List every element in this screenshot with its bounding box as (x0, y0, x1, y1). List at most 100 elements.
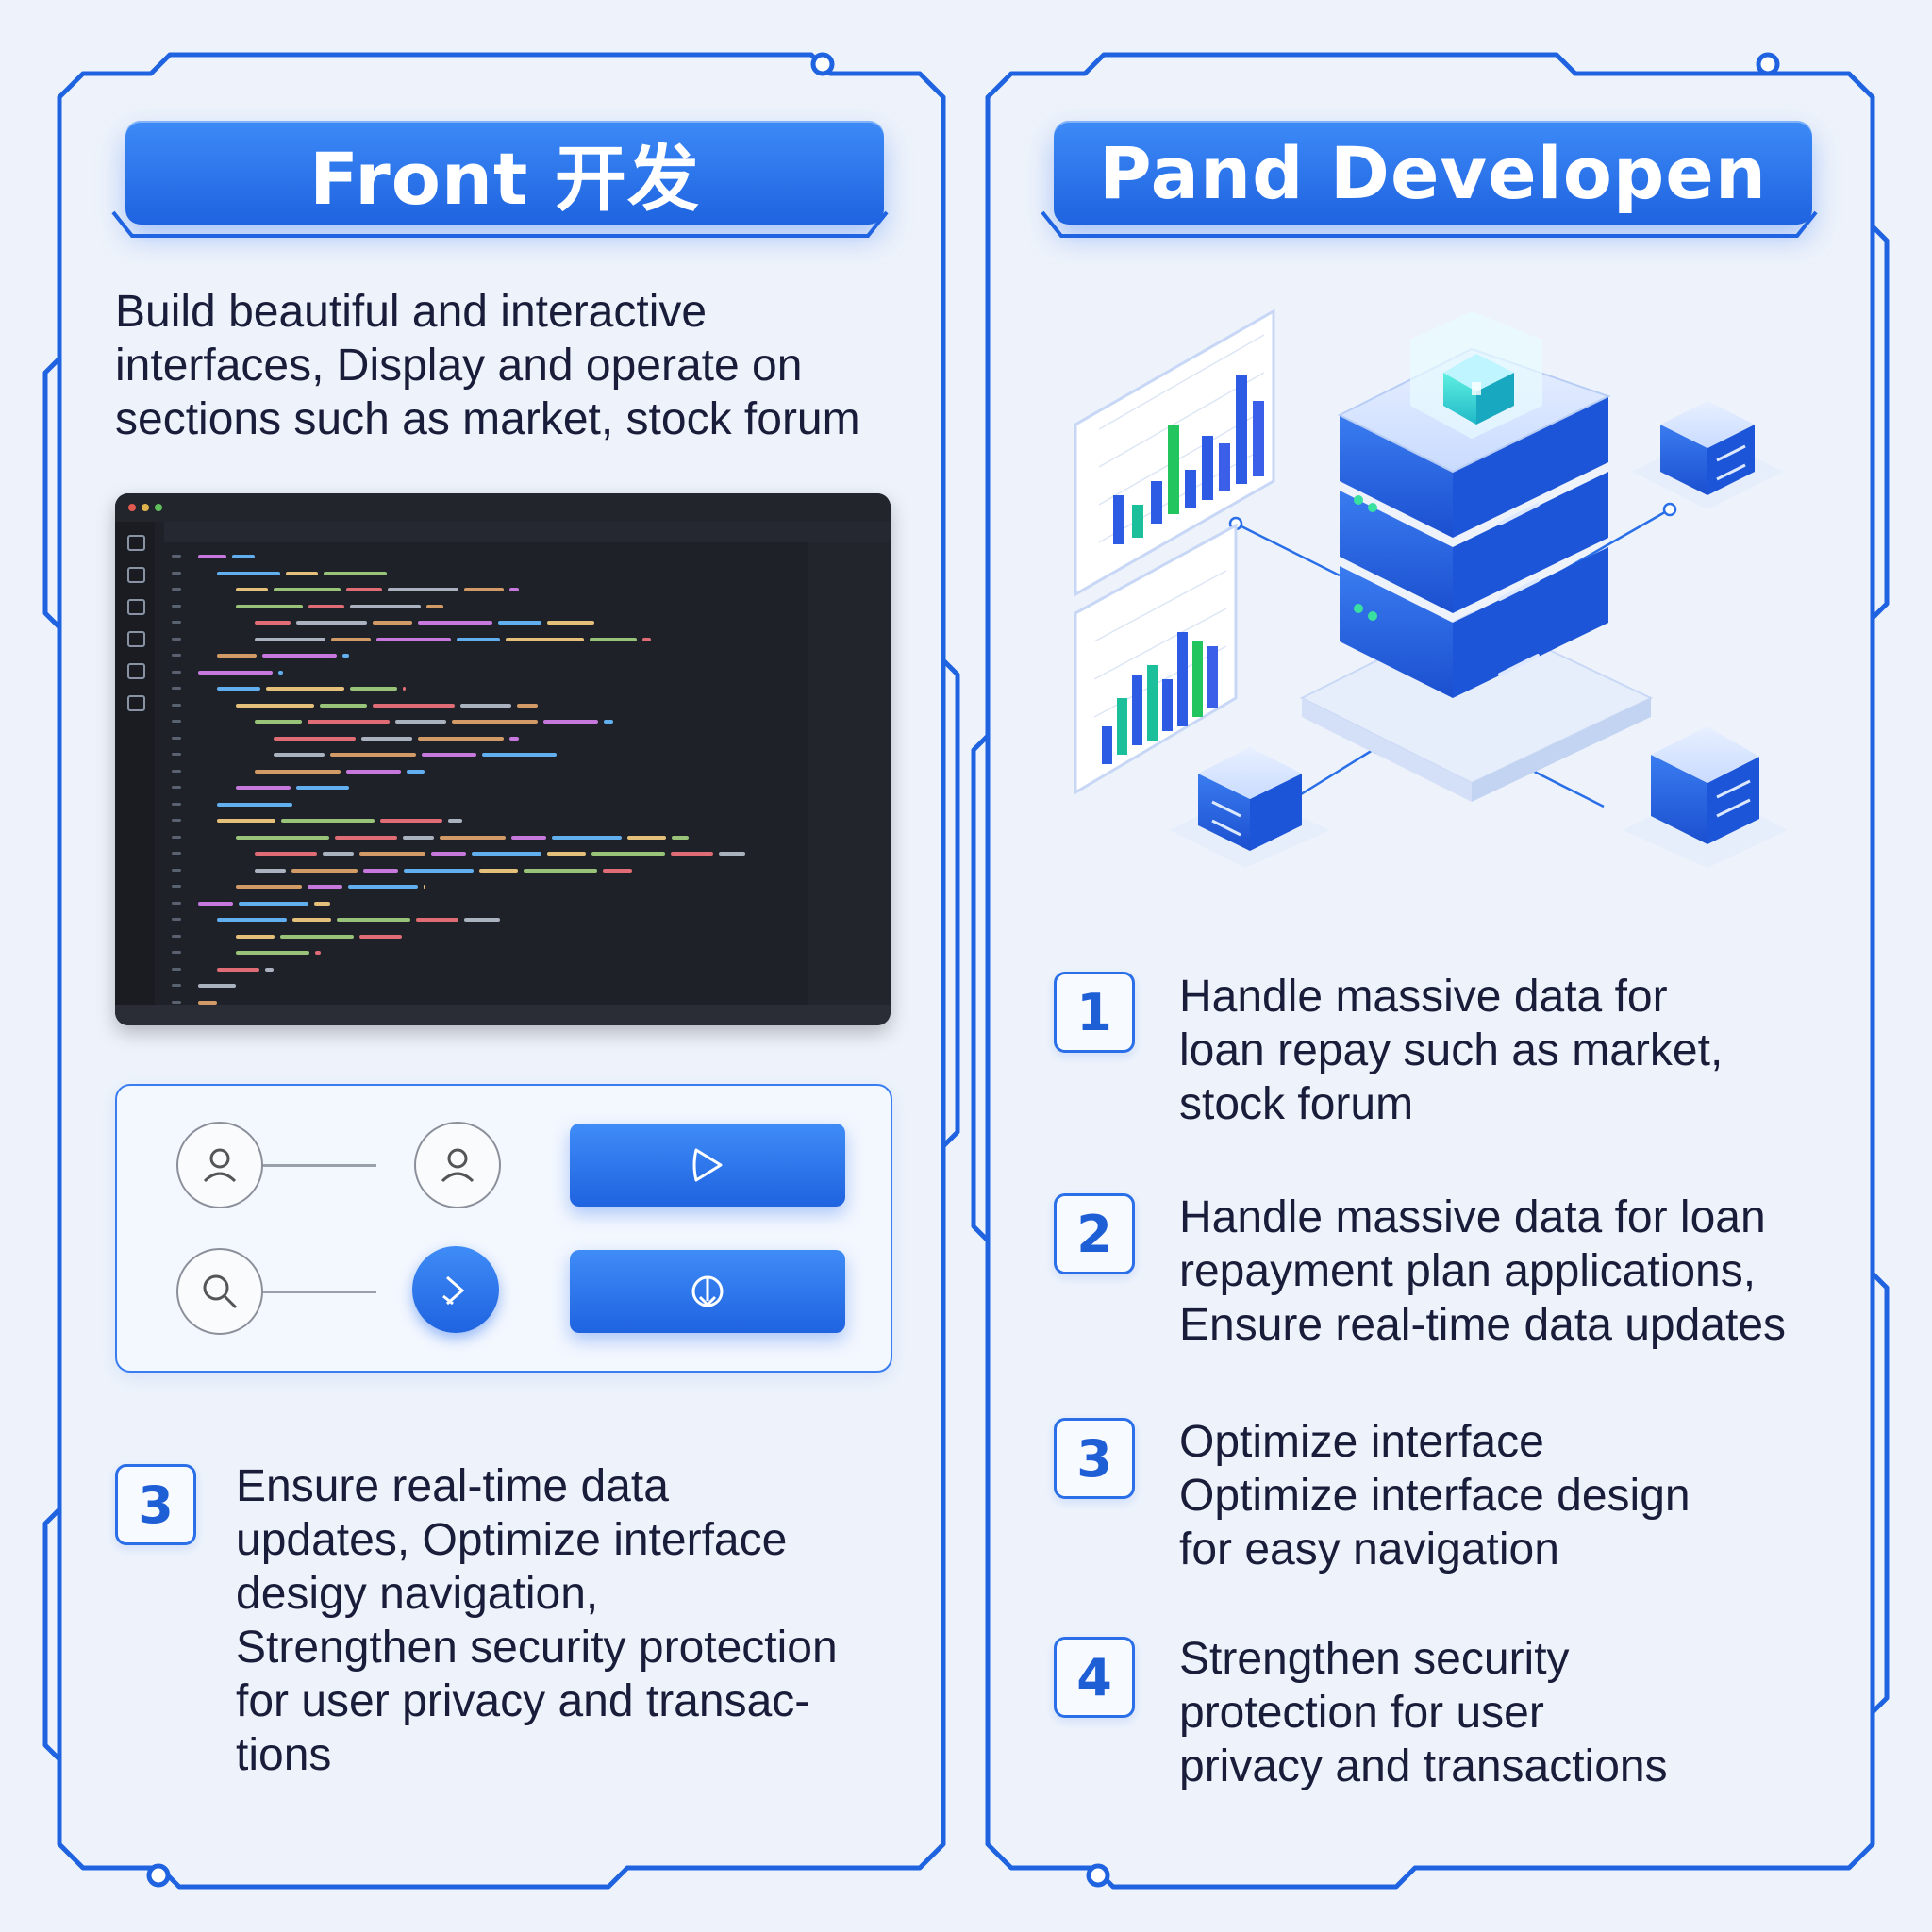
code-token (506, 637, 584, 641)
code-token (448, 819, 462, 823)
code-token (217, 802, 292, 807)
code-token (198, 670, 273, 675)
line-number (172, 571, 181, 575)
line-number (172, 802, 181, 806)
left-item-text: Ensure real-time data updates, Optimize … (236, 1459, 838, 1782)
code-token (498, 621, 541, 625)
line-number (172, 951, 181, 954)
line-number (172, 604, 181, 608)
line-number (172, 967, 181, 971)
code-token (479, 868, 518, 873)
right-item-line: Optimize interface (1179, 1417, 1544, 1467)
code-token (320, 703, 367, 708)
search-node-button[interactable] (176, 1248, 263, 1335)
chart-panel (1074, 308, 1275, 597)
code-token (217, 918, 287, 922)
line-number (172, 555, 181, 558)
right-item-number: 4 (1076, 1647, 1112, 1707)
small-server (1623, 726, 1788, 868)
code-token (335, 835, 397, 840)
right-item-line: Handle massive data for loan (1179, 1192, 1766, 1242)
code-token (376, 637, 451, 641)
line-number (172, 868, 181, 872)
code-token (472, 852, 541, 856)
code-token (255, 621, 291, 625)
code-token (348, 885, 418, 889)
editor-titlebar (115, 493, 891, 522)
code-token (416, 918, 458, 922)
extensions-icon (127, 663, 145, 679)
code-token (274, 753, 325, 757)
left-item-line: desigy navigation, (236, 1569, 599, 1619)
upload-icon (691, 1275, 724, 1307)
search-icon (127, 567, 145, 583)
server-infrastructure-illustration (1074, 308, 1788, 868)
play-button[interactable] (570, 1124, 845, 1207)
connector-line (254, 1291, 376, 1293)
right-item-text: Handle massive data for loan repay such … (1179, 970, 1723, 1131)
line-number (172, 769, 181, 773)
code-token (380, 819, 442, 823)
code-token (404, 868, 474, 873)
code-token (236, 588, 268, 591)
right-item-line: privacy and transactions (1179, 1741, 1668, 1791)
line-number (172, 588, 181, 591)
code-token (217, 571, 280, 575)
line-number (172, 687, 181, 690)
code-token (590, 637, 637, 641)
right-item-line: Strengthen security (1179, 1634, 1570, 1684)
code-token (232, 555, 255, 558)
left-item-number-badge: 3 (115, 1464, 196, 1545)
code-token (308, 885, 342, 889)
user-node-button[interactable] (176, 1122, 263, 1208)
code-token (291, 868, 358, 873)
code-token (323, 852, 354, 856)
small-server (1170, 747, 1330, 868)
confirm-node-button[interactable] (412, 1246, 499, 1333)
line-number (172, 703, 181, 707)
right-item-number-badge: 4 (1054, 1637, 1135, 1718)
code-token (217, 967, 259, 972)
backend-dev-banner: Pand Developen (1054, 121, 1812, 225)
right-item-text: Strengthen security protection for user … (1179, 1632, 1668, 1793)
editor-activity-bar (115, 522, 155, 1005)
search-icon (203, 1274, 238, 1309)
line-number (172, 984, 181, 987)
code-token (440, 835, 506, 840)
code-token (517, 703, 538, 708)
code-token (286, 571, 318, 575)
code-token (350, 687, 397, 691)
right-item-line: loan repay such as market, (1179, 1025, 1724, 1075)
code-token (511, 835, 546, 840)
code-token (265, 967, 274, 972)
line-number (172, 736, 181, 740)
right-item-text: Handle massive data for loan repayment p… (1179, 1191, 1786, 1352)
right-item-line: repayment plan applications, (1179, 1246, 1757, 1296)
left-item-line: updates, Optimize interface (236, 1515, 788, 1565)
code-token (331, 637, 371, 641)
left-item-number: 3 (138, 1474, 174, 1535)
line-number (172, 720, 181, 723)
code-editor-illustration (115, 493, 891, 1025)
code-token (255, 868, 286, 873)
code-token (236, 951, 309, 955)
line-number (172, 934, 181, 938)
code-token (236, 703, 314, 708)
code-token (296, 621, 367, 625)
user-node-button[interactable] (414, 1122, 501, 1208)
intro-line: sections such as market, stock forum (115, 394, 860, 444)
code-token (346, 769, 401, 774)
code-token (350, 604, 421, 608)
right-item-number: 2 (1076, 1204, 1112, 1264)
chart-panel (1074, 523, 1238, 795)
code-token (315, 951, 321, 955)
code-token (464, 588, 504, 591)
right-item-line: for easy navigation (1179, 1524, 1559, 1574)
upload-button[interactable] (570, 1250, 845, 1333)
code-token (547, 621, 594, 625)
code-token (292, 918, 331, 922)
code-token (255, 769, 341, 774)
code-token (604, 720, 613, 724)
code-token (324, 571, 387, 575)
code-token (603, 868, 632, 873)
